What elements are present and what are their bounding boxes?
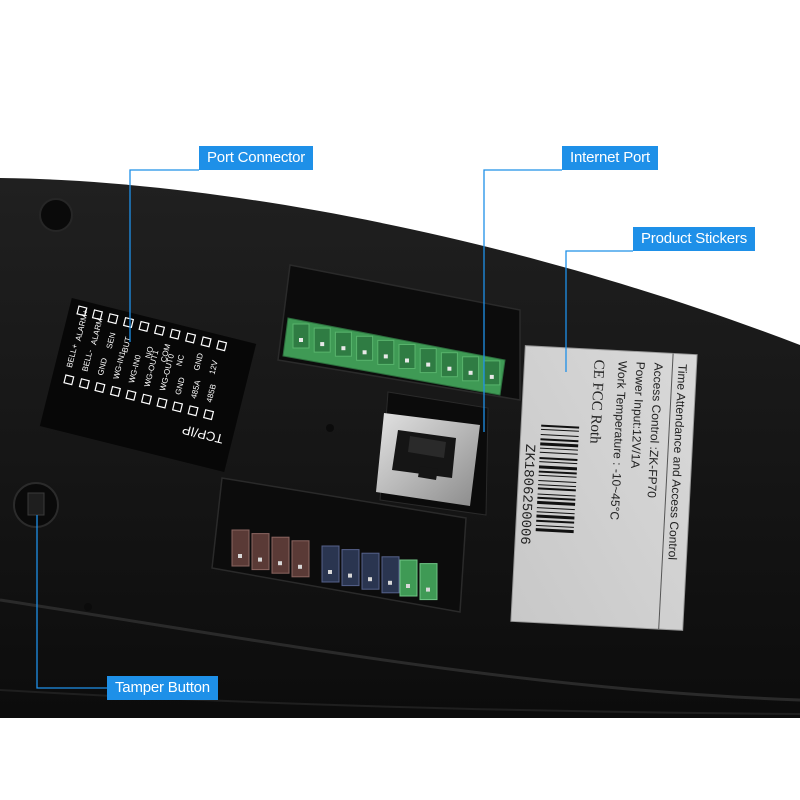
bottom-label-0: 12V xyxy=(208,359,220,376)
terminal-slot[interactable] xyxy=(398,344,416,369)
terminal-slot[interactable] xyxy=(271,536,290,574)
tamper-button-callout: Tamper Button xyxy=(107,676,218,700)
port-connector-callout: Port Connector xyxy=(199,146,314,170)
terminal-marker xyxy=(76,305,88,317)
bottom-label-3: COM xyxy=(159,343,172,364)
terminal-marker xyxy=(94,381,106,394)
label-marks xyxy=(63,305,228,421)
terminal-marker xyxy=(140,393,153,405)
terminal-slot[interactable] xyxy=(231,529,250,567)
terminal-marker xyxy=(63,374,75,386)
terminal-marker xyxy=(200,336,212,348)
terminal-slot[interactable] xyxy=(440,352,458,378)
terminal-slot[interactable] xyxy=(483,360,501,386)
terminal-marker xyxy=(78,378,90,390)
terminal-marker xyxy=(187,405,199,417)
terminal-marker xyxy=(216,340,228,352)
terminal-marker xyxy=(169,328,181,340)
lower-terminal-block xyxy=(231,529,438,601)
screw-hole xyxy=(39,198,73,232)
terminal-marker xyxy=(171,401,184,413)
terminal-marker xyxy=(156,397,168,409)
terminal-slot[interactable] xyxy=(399,559,418,597)
product-sticker: Time Attendance and Access Control Acces… xyxy=(510,345,698,631)
terminal-marker xyxy=(125,389,137,401)
callout-lines xyxy=(36,169,633,689)
terminal-slot[interactable] xyxy=(334,331,352,357)
bottom-label-4: NO xyxy=(144,346,156,360)
terminal-slot[interactable] xyxy=(419,563,438,601)
terminal-marker xyxy=(91,309,104,321)
terminal-slot[interactable] xyxy=(341,549,360,587)
sticker-power: Power Input:12V/1A xyxy=(628,361,648,468)
terminal-marker xyxy=(107,313,119,325)
device-edge-highlight xyxy=(0,598,800,702)
terminal-slot[interactable] xyxy=(462,356,480,382)
bottom-label-1: GND xyxy=(192,352,205,372)
top-label-2: GND xyxy=(174,376,187,396)
top-label-7: GND xyxy=(96,357,109,377)
product-stickers-callout: Product Stickers xyxy=(633,227,756,251)
terminal-marker xyxy=(184,332,197,344)
terminal-slot[interactable] xyxy=(291,540,310,578)
tamper-button[interactable] xyxy=(27,492,45,516)
terminal-slot[interactable] xyxy=(419,348,437,374)
terminal-slot[interactable] xyxy=(377,339,395,365)
upper-terminal-block xyxy=(282,317,506,396)
terminal-slot[interactable] xyxy=(356,335,374,361)
terminal-slot[interactable] xyxy=(361,552,380,590)
terminal-marker xyxy=(138,320,150,332)
top-label-0: 485B xyxy=(205,383,218,403)
bottom-label-2: NC xyxy=(175,354,187,368)
barcode xyxy=(535,424,580,534)
sticker-serial: ZK1806250006 xyxy=(516,444,537,546)
terminal-slot[interactable] xyxy=(251,533,270,571)
terminal-slot[interactable] xyxy=(292,323,310,349)
terminal-marker xyxy=(109,385,121,397)
bottom-label-6: SEN xyxy=(105,331,118,349)
sticker-certs: CE FCC Roth xyxy=(586,359,606,444)
terminal-marker xyxy=(202,409,215,421)
terminal-slot[interactable] xyxy=(313,327,331,353)
internet-port-callout: Internet Port xyxy=(562,146,658,170)
terminal-marker xyxy=(153,324,166,336)
terminal-slot[interactable] xyxy=(321,545,340,583)
terminal-slot[interactable] xyxy=(381,556,400,594)
